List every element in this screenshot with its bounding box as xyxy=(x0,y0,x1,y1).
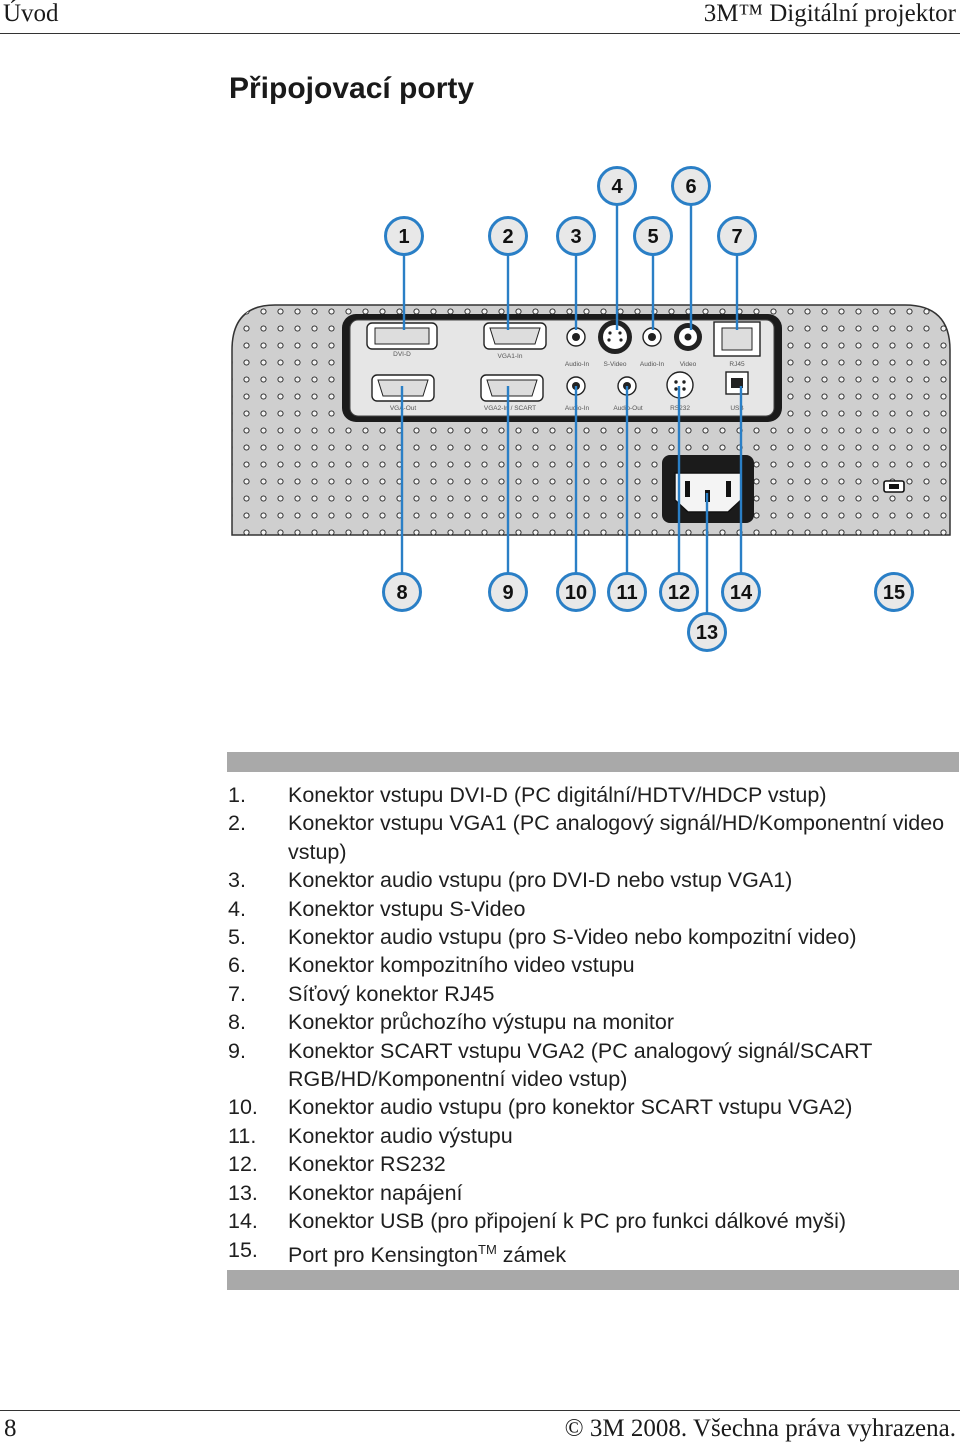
copyright: © 3M 2008. Všechna práva vyhrazena. xyxy=(564,1415,956,1442)
callout-circle-6 xyxy=(671,166,711,206)
vga1-in-port xyxy=(483,322,547,350)
callout-circle-14 xyxy=(721,572,761,612)
list-item: 4.Konektor vstupu S-Video xyxy=(228,896,526,921)
page-number: 8 xyxy=(4,1415,17,1442)
list-item: 10.Konektor audio vstupu (pro konektor S… xyxy=(228,1095,853,1120)
callout-circle-1 xyxy=(384,216,424,256)
page-title: Připojovací porty xyxy=(229,72,475,105)
callout-circles xyxy=(382,166,914,652)
callout-number-12: 12 xyxy=(668,582,690,604)
connection-ports-diagram: DVI-D VGA1-In Audio-In S-Video Audio-In … xyxy=(231,166,951,652)
callout-circle-10 xyxy=(556,572,596,612)
list-item: 8.Konektor průchozího výstupu na monitor xyxy=(228,1010,675,1035)
callout-number-2: 2 xyxy=(502,226,513,248)
port-label-vga2-in-scart: VGA2-In / SCART xyxy=(484,405,536,412)
callout-number-6: 6 xyxy=(685,176,696,198)
vga2-in-scart-port xyxy=(480,374,544,402)
callout-circle-3 xyxy=(556,216,596,256)
list-item: 11.Konektor audio výstupu xyxy=(228,1123,513,1148)
callout-circle-5 xyxy=(633,216,673,256)
callout-number-4: 4 xyxy=(611,176,623,198)
callout-number-5: 5 xyxy=(647,226,658,248)
header-rule xyxy=(0,33,960,34)
list-item: 13.Konektor napájení xyxy=(228,1180,463,1205)
list-bottom-bar xyxy=(227,1270,959,1290)
callout-number-14: 14 xyxy=(730,582,753,604)
port-label-vga1-in: VGA1-In xyxy=(498,353,523,360)
callout-number-8: 8 xyxy=(396,582,407,604)
port-label-video: Video xyxy=(680,361,697,368)
port-label-audio-in-svideo: Audio-In xyxy=(640,361,665,368)
callout-circle-11 xyxy=(607,572,647,612)
dvi-d-port xyxy=(366,322,438,350)
usb-port xyxy=(725,371,749,395)
port-label-rj45: RJ45 xyxy=(729,361,745,368)
list-item: 6.Konektor kompozitního video vstupu xyxy=(228,953,635,978)
connector-panel: DVI-D VGA1-In Audio-In S-Video Audio-In … xyxy=(342,314,782,422)
list-item: 7.Síťový konektor RJ45 xyxy=(228,981,495,1006)
footer-rule xyxy=(0,1410,960,1411)
callout-circle-8 xyxy=(382,572,422,612)
callout-circle-15 xyxy=(874,572,914,612)
callout-circle-2 xyxy=(488,216,528,256)
callout-circle-13 xyxy=(687,612,727,652)
callout-circle-12 xyxy=(659,572,699,612)
port-label-s-video: S-Video xyxy=(603,361,626,368)
list-item: 3.Konektor audio vstupu (pro DVI-D nebo … xyxy=(228,868,793,893)
list-top-bar xyxy=(227,752,959,772)
s-video-port xyxy=(598,320,632,354)
list-item: 5.Konektor audio vstupu (pro S-Video neb… xyxy=(228,925,857,950)
callout-circle-4 xyxy=(597,166,637,206)
kensington-slot xyxy=(883,480,905,493)
header-section: Úvod xyxy=(3,0,59,27)
callout-number-10: 10 xyxy=(565,582,587,604)
audio-in-port-top xyxy=(566,327,586,347)
list-item: 12.Konektor RS232 xyxy=(228,1152,446,1177)
port-description-list: 1.Konektor vstupu DVI-D (PC digitální/HD… xyxy=(228,781,953,1269)
header-product: 3M™ Digitální projektor xyxy=(703,0,956,27)
list-item: 1.Konektor vstupu DVI-D (PC digitální/HD… xyxy=(228,783,827,807)
video-port xyxy=(674,323,702,351)
list-item: 9.Konektor SCART vstupu VGA2 (PC analogo… xyxy=(228,1038,872,1092)
port-label-audio-in-top: Audio-In xyxy=(565,361,590,368)
callout-number-9: 9 xyxy=(502,582,513,604)
list-item: 15.Port pro KensingtonTM zámek xyxy=(228,1237,567,1267)
callout-leader-lines xyxy=(400,204,743,614)
callout-number-3: 3 xyxy=(570,226,581,248)
audio-in-port-svideo xyxy=(642,327,662,347)
callout-circle-9 xyxy=(488,572,528,612)
callout-number-1: 1 xyxy=(398,226,409,248)
callout-number-11: 11 xyxy=(616,582,637,604)
port-label-dvi-d: DVI-D xyxy=(393,351,411,358)
callout-circle-7 xyxy=(717,216,757,256)
port-label-usb: USB xyxy=(730,405,743,412)
list-item: 2.Konektor vstupu VGA1 (PC analogový sig… xyxy=(228,811,945,864)
callout-number-7: 7 xyxy=(731,226,742,248)
callout-number-15: 15 xyxy=(883,582,905,604)
callout-number-13: 13 xyxy=(696,622,718,644)
list-item: 14.Konektor USB (pro připojení k PC pro … xyxy=(228,1209,847,1234)
